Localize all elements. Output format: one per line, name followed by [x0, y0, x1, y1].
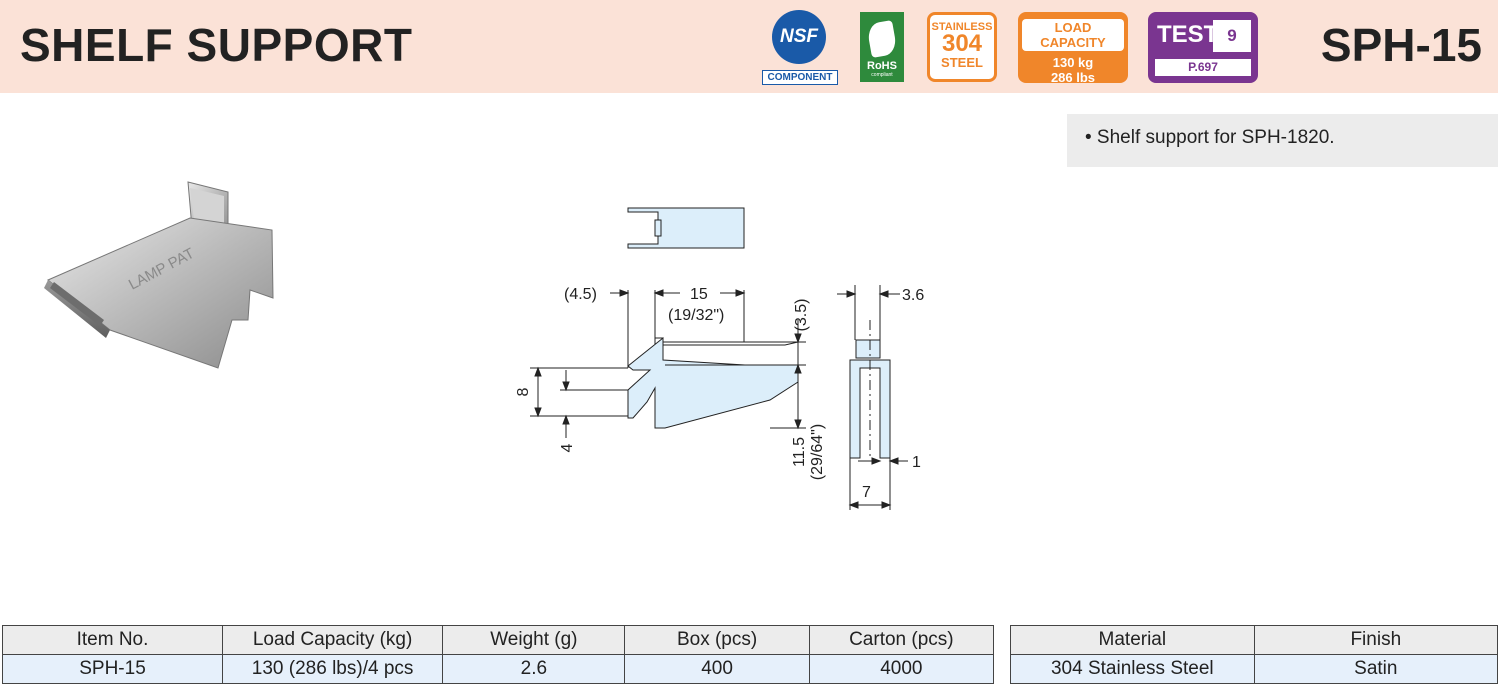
rohs-label: RoHS	[867, 60, 897, 72]
dim-15-label: 15	[690, 286, 708, 303]
nsf-component-label: COMPONENT	[762, 70, 838, 85]
dim-3-6-label: 3.6	[902, 287, 924, 304]
dim-15-inch-label: (19/32")	[668, 307, 724, 324]
dim-4-5-label: (4.5)	[564, 286, 597, 303]
spec-cell-load-capacity: 130 (286 lbs)/4 pcs	[222, 654, 444, 684]
load-capacity-lbs: 286 lbs	[1050, 70, 1096, 85]
table-row: SPH-15 130 (286 lbs)/4 pcs 2.6 400 4000	[1, 654, 995, 684]
header-bar: SHELF SUPPORT NSF COMPONENT RoHS complia…	[0, 0, 1498, 93]
test-number: 9	[1213, 20, 1251, 52]
material-table: Material Finish 304 Stainless Steel Sati…	[1010, 625, 1498, 684]
dim-1-label: 1	[912, 454, 921, 471]
spec-header-load-capacity: Load Capacity (kg)	[222, 625, 444, 655]
model-code: SPH-15	[1320, 19, 1482, 71]
material-cell: 304 Stainless Steel	[1010, 654, 1255, 684]
dim-8-label: 8	[515, 387, 532, 396]
spec-header-weight: Weight (g)	[442, 625, 626, 655]
load-capacity-badge: LOAD CAPACITY 130 kg 286 lbs	[1018, 12, 1128, 85]
table-row: 304 Stainless Steel Satin	[1010, 654, 1498, 684]
steel-line2: 304	[941, 30, 983, 57]
finish-header: Finish	[1253, 625, 1498, 655]
load-capacity-label: LOAD CAPACITY	[1022, 19, 1124, 51]
nsf-badge: NSF COMPONENT	[762, 10, 838, 86]
stainless-steel-badge: STAINLESS 304 STEEL	[927, 12, 997, 82]
product-photo: LAMP PAT	[44, 181, 274, 369]
test-page-ref: P.697	[1155, 59, 1251, 76]
test-badge: TEST 9 P.697	[1148, 12, 1258, 83]
page-title: SHELF SUPPORT	[20, 19, 413, 71]
spec-cell-item-no: SPH-15	[1, 654, 224, 684]
spec-cell-weight: 2.6	[442, 654, 626, 684]
product-note: • Shelf support for SPH-1820.	[1067, 114, 1498, 167]
test-label: TEST	[1157, 21, 1219, 48]
finish-cell: Satin	[1253, 654, 1498, 684]
rohs-sub-label: compliant	[871, 72, 893, 78]
spec-table: Item No. Load Capacity (kg) Weight (g) B…	[1, 625, 995, 684]
spec-header-carton: Carton (pcs)	[808, 625, 995, 655]
load-capacity-kg: 130 kg	[1052, 55, 1094, 70]
dim-11-5-label: 11.5	[791, 437, 808, 467]
rohs-badge: RoHS compliant	[860, 12, 904, 82]
material-table-header-row: Material Finish	[1010, 625, 1498, 655]
spec-header-box: Box (pcs)	[624, 625, 810, 655]
steel-line3: STEEL	[941, 55, 983, 70]
technical-drawing: (4.5) 15 (19/32") (3.5) 3.6 8 4 11.5 (29…	[515, 207, 924, 510]
dim-11-5-inch-label: (29/64")	[809, 424, 826, 480]
nsf-logo-icon: NSF	[772, 10, 826, 64]
dim-3-5-label: (3.5)	[793, 299, 810, 332]
spec-table-header-row: Item No. Load Capacity (kg) Weight (g) B…	[1, 625, 995, 655]
leaf-icon	[866, 20, 898, 58]
spec-cell-box: 400	[624, 654, 810, 684]
spec-header-item-no: Item No.	[1, 625, 224, 655]
dim-4-label: 4	[559, 443, 576, 452]
steel-line1: STAINLESS	[931, 21, 993, 33]
material-header: Material	[1010, 625, 1255, 655]
spec-cell-carton: 4000	[808, 654, 995, 684]
dim-7-label: 7	[862, 484, 871, 501]
